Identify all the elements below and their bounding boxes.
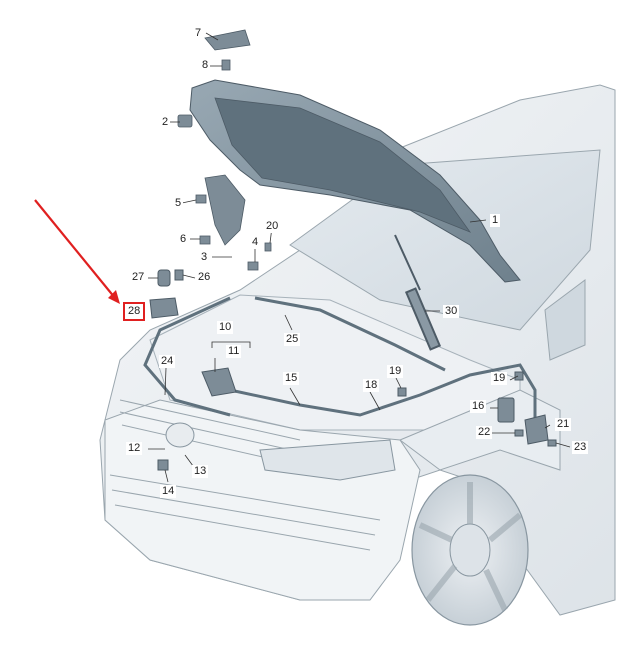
callout-19-right: 19 [491,372,508,385]
callout-23: 23 [572,441,589,454]
hood-panel [189,79,521,283]
side-window [544,279,586,361]
callout-16: 16 [470,400,487,413]
callout-26: 26 [196,271,213,284]
callout-21: 21 [555,418,572,431]
callout-27: 27 [130,271,147,284]
callout-13: 13 [192,465,209,478]
callout-20: 20 [264,220,281,233]
callout-5: 5 [173,197,184,210]
callout-7: 7 [193,27,204,40]
highlight-arrow [34,199,120,304]
headlight [259,439,396,481]
seals-and-cables [143,296,537,420]
callout-10: 10 [217,321,234,334]
callout-14: 14 [160,485,177,498]
callout-11: 11 [226,345,242,358]
vw-logo [165,422,195,448]
callout-12: 12 [126,442,143,455]
hinge-assembly [177,29,272,271]
callout-8: 8 [200,59,211,72]
callout-4: 4 [250,236,261,249]
callout-6: 6 [178,233,189,246]
callout-3: 3 [199,251,210,264]
hood-gas-strut [394,234,442,351]
callout-19-left: 19 [387,365,404,378]
callout-15: 15 [283,372,300,385]
callout-30: 30 [443,305,460,318]
callout-18: 18 [363,379,380,392]
callout-28-highlighted: 28 [123,302,146,321]
wheel-spokes [418,482,522,612]
callout-2: 2 [160,116,171,129]
callout-1: 1 [490,214,501,227]
hood-lock [201,367,237,397]
car-body [99,84,616,626]
callout-24: 24 [159,355,176,368]
small-parts [149,269,557,471]
callout-22: 22 [476,426,493,439]
callout-25: 25 [284,333,301,346]
grille [109,399,381,551]
